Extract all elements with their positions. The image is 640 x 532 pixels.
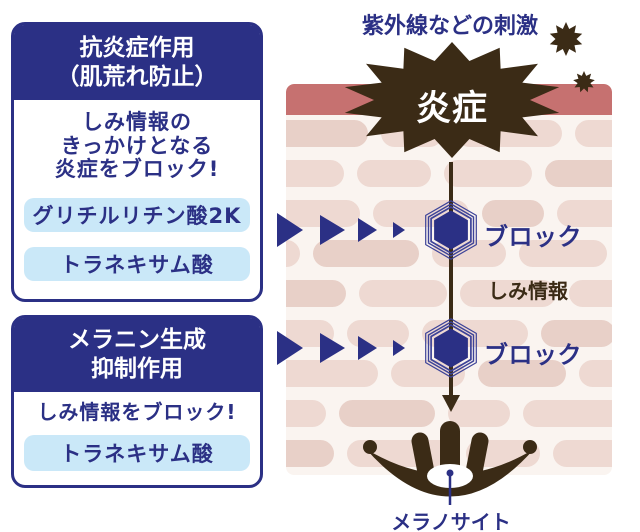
card-title-line2: 抑制作用 bbox=[91, 356, 183, 382]
anti-inflammatory-description: しみ情報の きっかけとなる 炎症をブロック! bbox=[14, 110, 260, 182]
inflammation-label: 炎症 bbox=[415, 89, 488, 129]
melanin-card-description: しみ情報をブロック! bbox=[37, 400, 237, 424]
anti-inflammatory-card-title: 抗炎症作用 （肌荒れ防止） bbox=[14, 25, 260, 100]
description-line2: きっかけとなる bbox=[60, 133, 214, 158]
card-title-line1: メラニン生成 bbox=[68, 327, 206, 353]
anti-inflammatory-card: 抗炎症作用 （肌荒れ防止） しみ情報の きっかけとなる 炎症をブロック! グリチ… bbox=[11, 22, 263, 302]
melanin-card-title: メラニン生成 抑制作用 bbox=[14, 318, 260, 392]
ingredient-badge-tranexamic-acid: トラネキサム酸 bbox=[24, 246, 250, 281]
block-label-2: ブロック bbox=[484, 341, 582, 369]
card-title-line2: （肌荒れ防止） bbox=[56, 63, 218, 90]
ingredient-badge-tranexamic-acid: トラネキサム酸 bbox=[24, 435, 250, 471]
spot-signal-label: しみ情報 bbox=[488, 279, 568, 303]
melanin-suppression-card: メラニン生成 抑制作用 しみ情報をブロック! トラネキサム酸 bbox=[11, 315, 263, 488]
melanocyte-label: メラノサイト bbox=[391, 510, 511, 532]
ingredient-badge-glycyrrhizinate: グリチルリチン酸2K bbox=[24, 197, 250, 232]
card-title-line1: 抗炎症作用 bbox=[79, 34, 195, 61]
block-label-1: ブロック bbox=[484, 223, 582, 251]
uv-stimulus-label: 紫外線などの刺激 bbox=[361, 14, 538, 39]
description-line1: しみ情報の bbox=[82, 110, 192, 134]
description-line3: 炎症をブロック! bbox=[54, 157, 220, 181]
